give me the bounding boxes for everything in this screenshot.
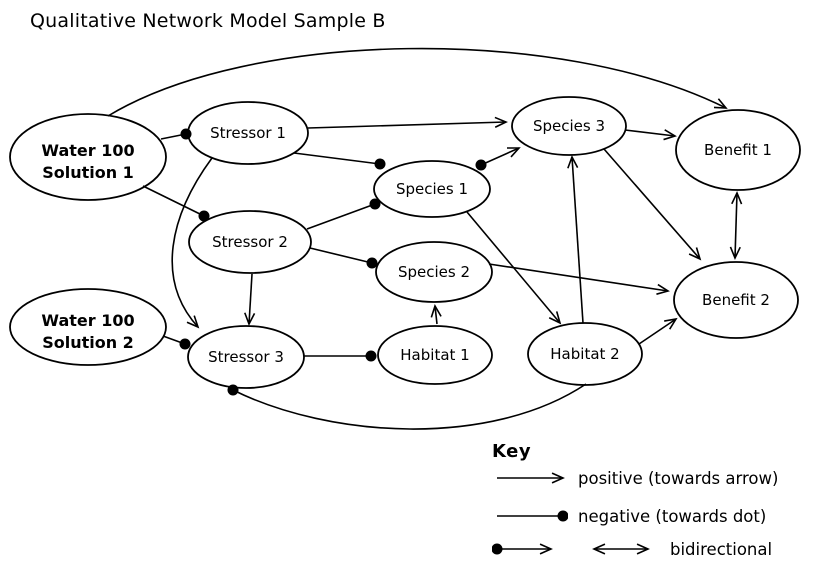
edge-benefit-1-to-benefit-2-end-arrowhead — [729, 246, 741, 260]
node-species-2: Species 2 — [375, 241, 493, 303]
node-species-3-label: Species 3 — [533, 117, 605, 135]
negative-edge-sample-glyph-end-dot — [557, 510, 568, 522]
edge-stressor-1-to-stressor-3 — [171, 157, 213, 328]
edge-water-solution-1-to-stressor-2-end-dot — [198, 210, 210, 222]
edge-species-2-to-benefit-2 — [488, 263, 669, 292]
key-heading: Key — [492, 441, 532, 462]
edge-habitat-2-to-species-3-end-arrowhead — [567, 155, 579, 169]
edge-species-3-to-benefit-1 — [624, 129, 676, 137]
positive-edge-sample — [497, 472, 565, 484]
bidirectional-dot-arrow-sample-glyph-end-arrowhead — [539, 543, 553, 555]
edge-stressor-1-to-species-1 — [293, 152, 381, 165]
node-benefit-1: Benefit 1 — [675, 109, 801, 191]
node-stressor-3: Stressor 3 — [187, 325, 305, 389]
edge-stressor-2-to-species-1 — [306, 203, 376, 230]
node-stressor-1: Stressor 1 — [187, 101, 309, 165]
edge-water-solution-1-to-benefit-1-end-arrowhead — [713, 98, 728, 109]
key-row-bidirectional: bidirectional — [492, 538, 778, 560]
node-habitat-2: Habitat 2 — [527, 322, 643, 386]
edge-stressor-2-to-stressor-3-end-arrowhead — [244, 312, 256, 326]
edge-stressor-2-to-species-1-end-dot — [369, 198, 381, 210]
node-benefit-1-shape — [675, 109, 801, 191]
node-habitat-1-label: Habitat 1 — [400, 346, 469, 364]
node-habitat-2-label: Habitat 2 — [550, 345, 619, 363]
node-species-2-shape — [375, 241, 493, 303]
edge-water-solution-1-to-stressor-1-end-dot — [180, 128, 192, 140]
node-habitat-1-shape — [377, 325, 493, 385]
node-benefit-2-label: Benefit 2 — [702, 291, 770, 309]
node-benefit-2-shape — [673, 261, 799, 339]
node-stressor-3-label: Stressor 3 — [208, 348, 284, 366]
edge-species-3-to-benefit-2 — [603, 148, 701, 260]
node-water-solution-1-shape — [9, 113, 167, 201]
node-stressor-3-shape — [187, 325, 305, 389]
node-stressor-2-shape — [188, 210, 312, 274]
edge-stressor-1-to-species-3 — [307, 121, 507, 129]
edge-stressor-3-to-habitat-1-end-dot — [365, 350, 377, 362]
edge-habitat-2-to-stressor-3-end-dot — [227, 384, 239, 396]
edge-species-3-to-benefit-2-end-arrowhead — [688, 247, 702, 261]
edge-habitat-2-to-species-3 — [571, 156, 584, 324]
node-species-2-label: Species 2 — [398, 263, 470, 281]
key-row-positive: positive (towards arrow) — [492, 467, 778, 489]
node-species-1-label: Species 1 — [396, 180, 468, 198]
node-stressor-2: Stressor 2 — [188, 210, 312, 274]
key-label-positive: positive (towards arrow) — [578, 468, 779, 488]
edge-habitat-1-to-species-2 — [434, 305, 438, 325]
node-stressor-1-label: Stressor 1 — [210, 124, 286, 142]
node-species-1-shape — [373, 160, 491, 218]
bidirectional-double-arrow-sample-glyph-start-arrowhead — [592, 543, 606, 555]
node-species-1: Species 1 — [373, 160, 491, 218]
node-benefit-1-label: Benefit 1 — [704, 141, 772, 159]
edge-stressor-2-to-species-2 — [309, 247, 373, 264]
edge-stressor-1-to-stressor-3-end-arrowhead — [186, 315, 200, 329]
edge-species-2-to-benefit-2-end-arrowhead — [656, 283, 670, 295]
edge-species-3-to-benefit-1-end-arrowhead — [663, 129, 677, 141]
diagram-title: Qualitative Network Model Sample B — [30, 10, 386, 32]
node-stressor-2-label: Stressor 2 — [212, 233, 288, 251]
edge-species-1-to-habitat-2-end-arrowhead — [548, 311, 562, 325]
edge-water-solution-2-to-stressor-3-end-dot — [179, 338, 191, 350]
edge-water-solution-1-to-stressor-2 — [142, 185, 205, 217]
edge-stressor-1-to-species-1-end-dot — [374, 158, 386, 170]
negative-edge-sample — [497, 510, 568, 522]
edge-species-1-to-species-3-start-dot — [475, 159, 487, 171]
key-label-negative: negative (towards dot) — [578, 506, 767, 526]
edge-habitat-1-to-species-2-end-arrowhead — [430, 304, 442, 318]
edge-stressor-1-to-species-3-end-arrowhead — [494, 116, 508, 128]
edge-benefit-1-to-benefit-2 — [734, 192, 738, 259]
bidirectional-double-arrow-sample — [592, 543, 650, 555]
bidirectional-double-arrow-sample-glyph-end-arrowhead — [636, 543, 650, 555]
node-species-3: Species 3 — [511, 96, 627, 156]
edge-species-1-to-species-3-end-arrowhead — [506, 147, 521, 158]
node-water-solution-2-shape — [9, 288, 167, 366]
edge-water-solution-1-to-benefit-1 — [107, 47, 727, 117]
bidirectional-dot-arrow-sample-glyph-start-dot — [492, 543, 503, 555]
edge-benefit-1-to-benefit-2-start-arrowhead — [731, 191, 743, 205]
edge-species-1-to-species-3 — [480, 147, 520, 166]
edge-habitat-2-to-stressor-3 — [232, 383, 587, 430]
edge-habitat-2-to-benefit-2-end-arrowhead — [664, 317, 678, 330]
node-habitat-1: Habitat 1 — [377, 325, 493, 385]
positive-edge-sample-glyph-end-arrowhead — [551, 472, 565, 484]
key-label-bidirectional: bidirectional — [670, 539, 773, 559]
edge-stressor-2-to-species-2-end-dot — [366, 257, 378, 269]
edge-habitat-2-to-benefit-2 — [638, 318, 677, 345]
node-benefit-2: Benefit 2 — [673, 261, 799, 339]
edge-stressor-2-to-stressor-3 — [248, 273, 253, 325]
node-species-3-shape — [511, 96, 627, 156]
bidirectional-dot-arrow-sample — [492, 543, 553, 555]
key-legend: Key positive (towards arrow) negative (t… — [492, 441, 778, 560]
key-row-negative: negative (towards dot) — [492, 505, 778, 527]
